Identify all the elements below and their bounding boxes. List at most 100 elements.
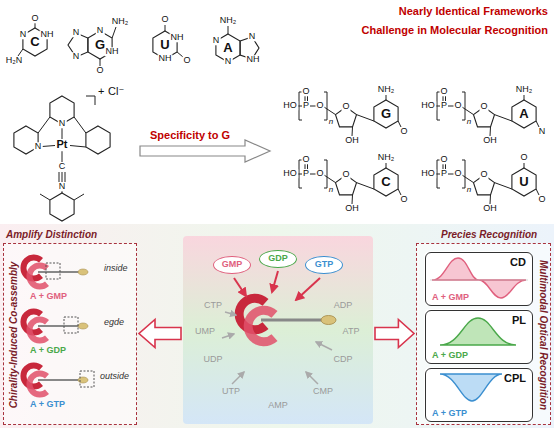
repeat-index: n (329, 118, 333, 126)
atom-label: NH₂ (377, 153, 396, 162)
mode-label: CPL (504, 372, 526, 384)
atom-label: N (58, 119, 67, 128)
system-label: A + GDP (30, 346, 66, 355)
position-label: outside (100, 372, 129, 381)
atom-label: NH (246, 55, 261, 64)
atom-label: P (440, 101, 448, 110)
nucleotide-label: GMP (222, 260, 243, 270)
group-panel: Amplify DistinctionChirality-Induced Co-… (3, 243, 137, 425)
atom-label: HO (282, 101, 298, 110)
atom-label: N (212, 36, 221, 45)
atom-label: NH (40, 30, 55, 39)
spectrum-panel: PL A + GDP (425, 310, 533, 364)
position-label: inside (104, 264, 128, 273)
atom-label: N (96, 26, 105, 35)
atom-label: O (341, 170, 350, 179)
vertical-title: Chirality-Induced Co-assembly (8, 262, 19, 409)
atom-label: O (399, 127, 408, 136)
atom-label: N (538, 127, 547, 136)
atom-label: NH₂ (111, 17, 130, 26)
atom-label: O (30, 14, 39, 23)
system-label: A + GMP (30, 292, 67, 301)
atom-label: NH (170, 33, 185, 42)
atom-label: N (224, 57, 233, 66)
atom-label: O (315, 101, 324, 110)
nucleotide-label: CTP (204, 301, 222, 311)
hollow-arrow (375, 320, 414, 348)
repeat-index: n (467, 186, 471, 194)
base-letter: A (519, 107, 528, 121)
nucleotide-ellipse: GDP (259, 250, 297, 268)
position-label: egde (104, 318, 124, 327)
nucleotide-label: CDP (333, 355, 352, 365)
system-label: A + GDP (432, 351, 468, 361)
atom-label: OH (344, 136, 360, 145)
nucleotide-ellipse: GTP (305, 256, 343, 274)
nucleotide-pool: CTP ADP UMP ATP UDP CDP UTP AMP CMP GMP GDP GTP (183, 236, 373, 424)
charge-label: Cl⁻ (108, 86, 124, 98)
nucleotide-label: CMP (313, 387, 333, 397)
atom-label: O (453, 101, 462, 110)
atom-label: O (315, 169, 324, 178)
atom-label: NH₂ (219, 16, 238, 25)
atom-label: N (248, 32, 257, 41)
base-letter: A (223, 41, 232, 55)
atom-label: N (72, 28, 81, 37)
nucleotide-label: UMP (195, 327, 215, 337)
section-heading: Precies Recognition (441, 229, 537, 240)
atom-label: O (341, 102, 350, 111)
mode-label: PL (512, 314, 526, 326)
base-letter: U (160, 38, 169, 52)
group-panel: Precies RecognitionMultimodal Optical Re… (416, 243, 551, 425)
atom-label: N (19, 30, 28, 39)
hollow-arrow (139, 320, 181, 348)
nucleotide-label: ADP (334, 301, 353, 311)
atom-label: N (58, 182, 67, 191)
nucleotide-label: GTP (315, 260, 334, 270)
nucleotide-label: GDP (268, 254, 288, 264)
vertical-title: Multimodal Optical Recognition (538, 260, 549, 410)
repeat-index: n (467, 118, 471, 126)
atom-label: NH₂ (377, 85, 396, 94)
base-letter: G (381, 107, 391, 121)
metal-label: Pt (56, 139, 69, 151)
atom-label: N (72, 52, 81, 61)
nucleotide-ellipse: GMP (213, 256, 251, 274)
atom-label: OH (482, 136, 498, 145)
atom-label: H₂N (5, 56, 24, 65)
atom-label: O (439, 155, 448, 164)
system-label: A + GTP (30, 400, 65, 409)
system-label: A + GTP (432, 409, 467, 419)
nucleotide-label: ATP (343, 327, 360, 337)
mode-label: CD (510, 256, 526, 268)
atom-label: O (95, 66, 104, 75)
spectrum-panel: CPL A + GTP (425, 368, 533, 422)
system-label: A + GMP (432, 293, 469, 303)
atom-label: OH (482, 204, 498, 213)
atom-label: OH (344, 204, 360, 213)
atom-label: P (440, 169, 448, 178)
heading-note: Nearly Identical Frameworks (399, 6, 548, 18)
section-heading: Amplify Distinction (6, 229, 97, 240)
atom-label: O (160, 15, 169, 24)
base-letter: C (381, 175, 390, 189)
atom-label: NH (158, 54, 173, 63)
atom-label: N (34, 142, 43, 151)
atom-label: HO (420, 101, 436, 110)
atom-label: NH (105, 47, 120, 56)
nucleotide-label: UTP (222, 387, 240, 397)
atom-label: P (302, 169, 310, 178)
repeat-index: n (329, 186, 333, 194)
atom-label: O (399, 195, 408, 204)
atom-label: C (58, 162, 67, 171)
nucleotide-label: AMP (268, 401, 288, 411)
atom-label: O (479, 102, 488, 111)
atom-label: HO (420, 169, 436, 178)
charge-label: + (98, 86, 104, 98)
atom-label: O (537, 195, 546, 204)
atom-label: O (479, 170, 488, 179)
atom-label: O (453, 169, 462, 178)
atom-label: O (519, 153, 528, 162)
nucleotide-label: UDP (203, 355, 222, 365)
heading-note: Challenge in Molecular Recognition (362, 25, 548, 37)
